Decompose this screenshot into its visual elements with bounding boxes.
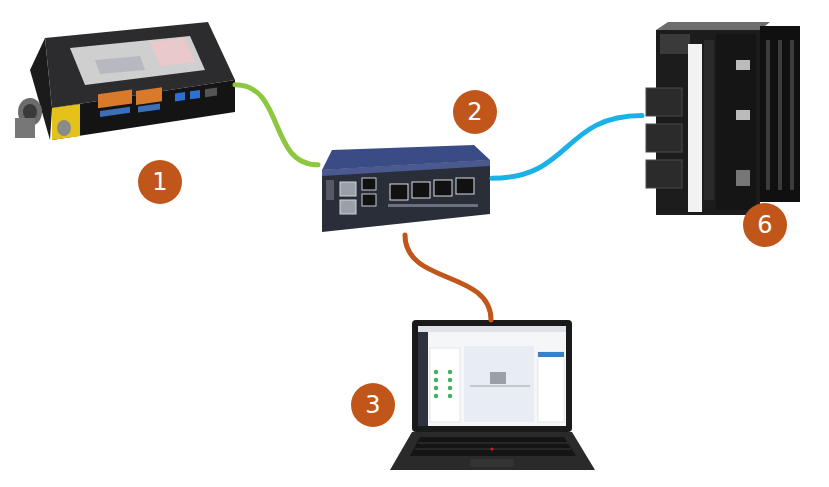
plc-device: 6 xyxy=(642,20,802,215)
laptop-device: 3 xyxy=(385,320,597,470)
callout-text: 6 xyxy=(757,213,772,237)
callout-number: 3 xyxy=(351,383,395,427)
switch-illustration xyxy=(322,145,490,232)
laptop-illustration xyxy=(390,320,595,470)
callout-number: 6 xyxy=(743,203,787,247)
controller-illustration xyxy=(15,22,235,140)
network-cable xyxy=(492,116,642,179)
switch-device: 2 xyxy=(318,145,492,235)
network-cable xyxy=(405,235,491,320)
controller-device: 1 xyxy=(15,20,235,140)
plc-illustration xyxy=(646,22,800,215)
callout-text: 2 xyxy=(467,100,482,124)
callout-number: 2 xyxy=(453,90,497,134)
callout-text: 1 xyxy=(152,170,167,194)
callout-number: 1 xyxy=(138,160,182,204)
callout-text: 3 xyxy=(365,393,380,417)
network-cable xyxy=(235,85,318,165)
